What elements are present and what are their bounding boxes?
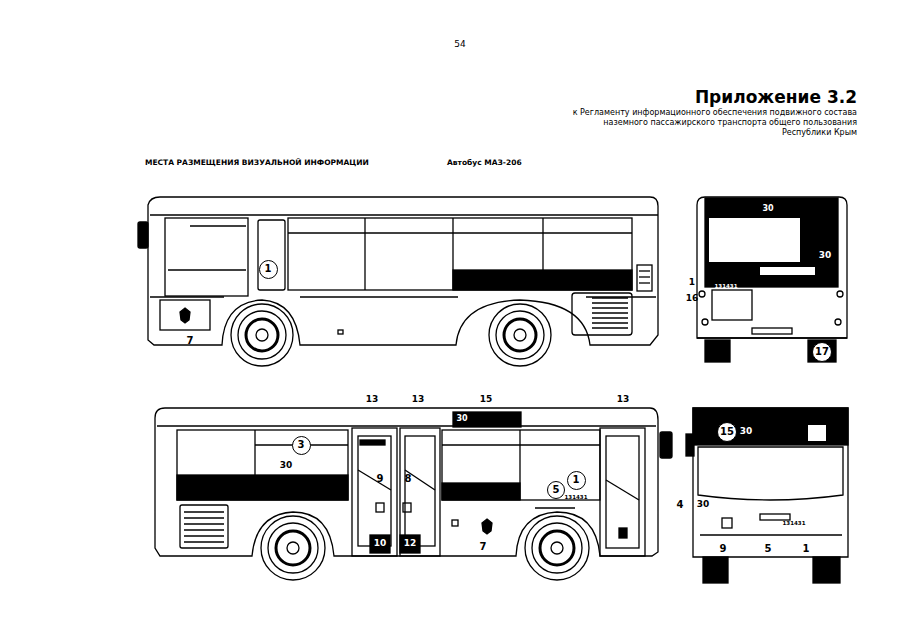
callout-number: 5: [553, 485, 560, 495]
callout-number: 1: [573, 475, 580, 485]
callout-circle: 3: [292, 436, 311, 455]
subtitle-note: к Регламенту информационного обеспечения…: [557, 108, 857, 138]
callout-number: 15: [720, 427, 734, 437]
callout-number: 30: [762, 205, 773, 214]
callout-number: 30: [456, 415, 467, 424]
callout-number: 131431: [565, 494, 588, 500]
callout-number: 13: [617, 395, 630, 405]
callout-number: 30: [697, 500, 710, 510]
callout-number: 131431: [783, 520, 806, 526]
callout-circle: 1: [567, 471, 586, 490]
callout-number: 5: [765, 543, 772, 554]
callout-number: 4: [677, 499, 684, 510]
callout-number: 15: [480, 395, 493, 405]
callout-number: 1: [265, 264, 272, 274]
callout-number: 30: [819, 251, 832, 261]
heading-text: МЕСТА РАЗМЕЩЕНИЯ ВИЗУАЛЬНОЙ ИНФОРМАЦИИ: [145, 159, 369, 167]
callout-number: 30: [740, 427, 753, 437]
callout-number: 12: [404, 539, 417, 549]
callout-number: 9: [720, 543, 727, 554]
callout-number: 9: [377, 473, 384, 484]
page-title: Приложение 3.2: [695, 88, 857, 107]
callout-number: 8: [405, 473, 412, 484]
callout-number: 1: [803, 543, 810, 554]
callout-circle: 5: [547, 481, 565, 499]
bus-front: [686, 408, 848, 583]
callout-number: 7: [480, 541, 487, 552]
heading-text: 54: [454, 40, 465, 50]
callout-number: 17: [815, 347, 829, 357]
callout-number: 1: [689, 278, 695, 288]
callout-number: 13: [366, 395, 379, 405]
callout-circle: 15: [717, 422, 737, 442]
bus-side-left: [138, 197, 658, 366]
bus-rear: [697, 197, 847, 362]
callout-number: 30: [280, 461, 293, 471]
callout-number: 10: [374, 539, 387, 549]
callout-number: 131431: [715, 283, 738, 289]
callout-number: 3: [298, 440, 305, 450]
callout-circle: 1: [259, 260, 278, 279]
callout-number: 16: [686, 294, 699, 304]
callout-circle: 17: [812, 342, 832, 362]
heading-text: Автобус МАЗ-206: [447, 159, 522, 167]
callout-number: 7: [187, 335, 194, 346]
bus-side-right: [155, 408, 672, 580]
callout-number: 13: [412, 395, 425, 405]
